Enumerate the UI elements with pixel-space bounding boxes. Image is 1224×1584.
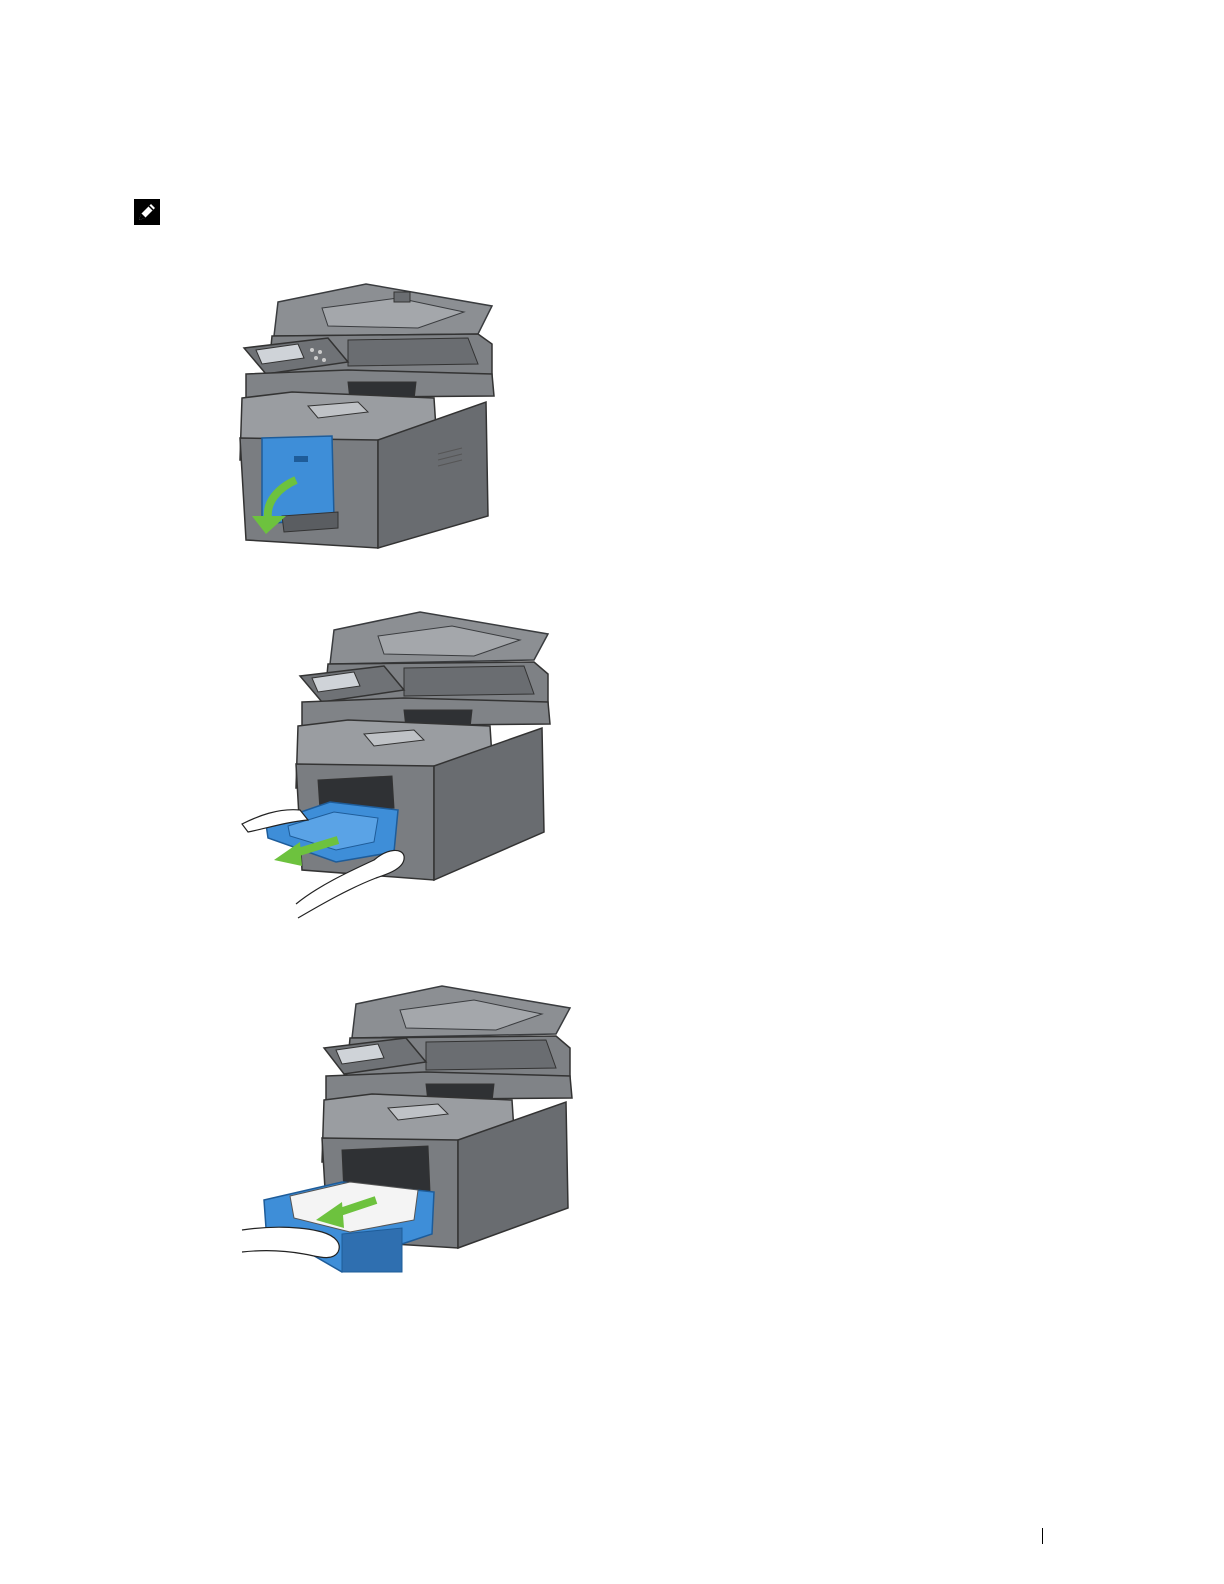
- footer-divider: [1042, 1528, 1043, 1544]
- figure-pull-out-mpf: [238, 604, 556, 922]
- figure-open-mpf-cover: [238, 278, 500, 556]
- figure-pull-out-tray: [238, 982, 578, 1274]
- pencil-note-icon: [134, 199, 160, 225]
